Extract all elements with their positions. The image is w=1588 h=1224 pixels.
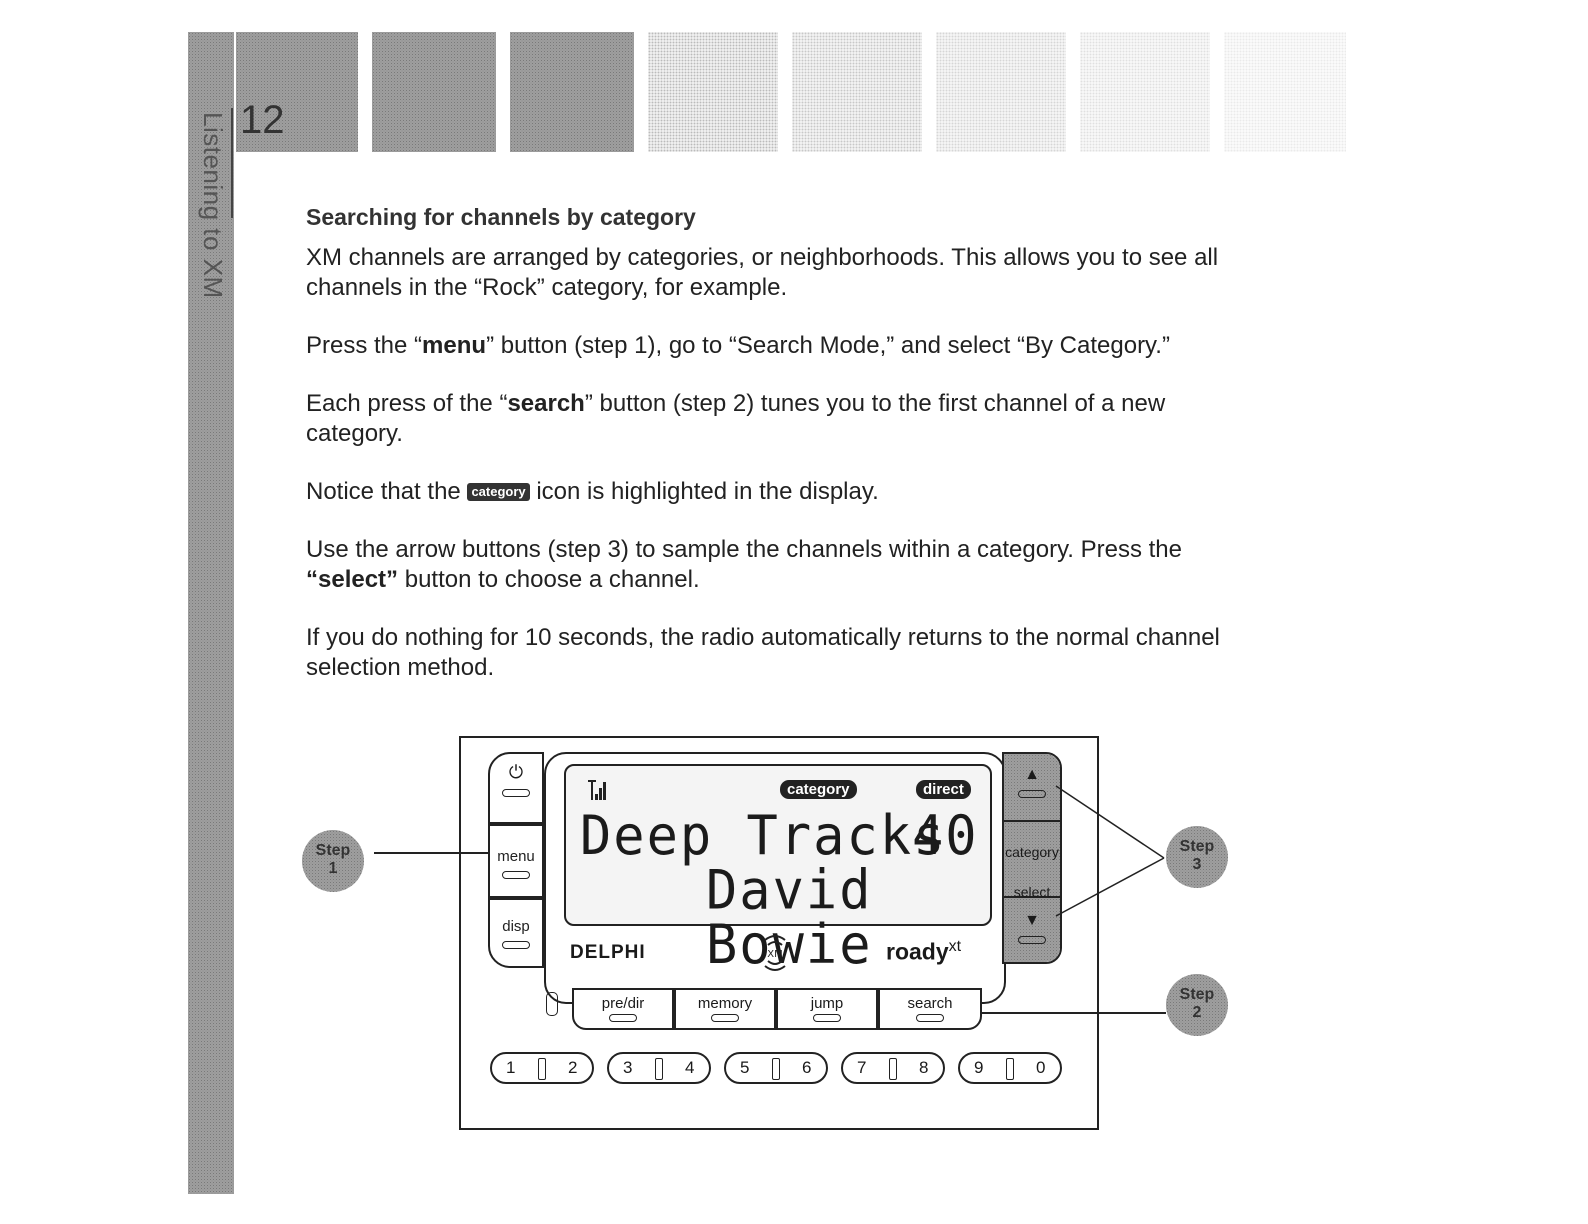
down-arrow-icon: ▼ <box>1024 912 1040 929</box>
header-block <box>236 32 358 152</box>
header-block <box>936 32 1066 152</box>
radio-figure: ⏻ menu disp category direct Deep Tracks … <box>298 736 1238 1136</box>
select-label: select <box>1013 884 1051 900</box>
paragraph-notice: Notice that the category icon is highlig… <box>306 478 879 505</box>
paragraph-search: Each press of the “search” button (step … <box>306 390 1166 447</box>
preset-key-1-2[interactable]: 1 2 <box>490 1052 594 1084</box>
header-block <box>510 32 634 152</box>
brand-delphi: DELPHI <box>570 942 646 963</box>
preset-key-9-0[interactable]: 9 0 <box>958 1052 1062 1084</box>
step-3-leaders <box>1055 785 1165 917</box>
lcd-artist: David Bowie <box>706 859 873 977</box>
preset-key-3-4[interactable]: 3 4 <box>607 1052 711 1084</box>
side-tab-label: Listening to XM <box>198 112 228 299</box>
side-tab-rule <box>231 108 233 218</box>
header-block <box>372 32 496 152</box>
header-block <box>1080 32 1210 152</box>
down-arrow-button[interactable]: ▼ <box>1004 898 1060 962</box>
section-content: Searching for channels by category XM ch… <box>306 204 1236 711</box>
lcd-display: category direct Deep Tracks 40 David Bow… <box>564 764 992 973</box>
up-arrow-button[interactable]: ▲ <box>1004 754 1060 822</box>
category-icon: category <box>467 483 530 501</box>
aux-slot <box>546 992 558 1016</box>
preset-key-5-6[interactable]: 5 6 <box>724 1052 828 1084</box>
menu-button[interactable]: menu <box>488 824 544 898</box>
brand-roady: roadyxt <box>886 938 962 965</box>
search-button[interactable]: search <box>878 988 982 1030</box>
select-button[interactable]: category select <box>1004 822 1060 914</box>
paragraph-arrows: Use the arrow buttons (step 3) to sample… <box>306 536 1182 593</box>
category-badge: category <box>780 780 857 799</box>
header-block <box>1224 32 1346 152</box>
paragraph-menu: Press the “menu” button (step 1), go to … <box>306 332 1170 359</box>
section-heading: Searching for channels by category <box>306 204 696 230</box>
pre-dir-button[interactable]: pre/dir <box>572 988 674 1030</box>
direct-badge: direct <box>916 780 971 799</box>
page-number: 12 <box>240 98 285 142</box>
lcd-channel-name: Deep Tracks <box>580 804 947 868</box>
xm-logo-icon: XM <box>764 935 786 971</box>
step-2-leader <box>982 1012 1166 1014</box>
preset-key-7-8[interactable]: 7 8 <box>841 1052 945 1084</box>
header-block <box>648 32 778 152</box>
lcd-channel-number: 40 <box>912 804 979 868</box>
power-button[interactable]: ⏻ <box>488 752 544 824</box>
side-tab-strip <box>188 32 234 1194</box>
power-icon: ⏻ <box>508 762 524 782</box>
header-block <box>792 32 922 152</box>
up-arrow-icon: ▲ <box>1024 766 1040 783</box>
memory-button[interactable]: memory <box>674 988 776 1030</box>
disp-button[interactable]: disp <box>488 898 544 968</box>
jump-button[interactable]: jump <box>776 988 878 1030</box>
step-1-leader <box>374 852 488 854</box>
signal-strength-icon <box>588 780 606 800</box>
arrow-button-column: ▲ category select ▼ <box>1002 752 1062 964</box>
paragraph-intro: XM channels are arranged by categories, … <box>306 244 1219 301</box>
paragraph-timeout: If you do nothing for 10 seconds, the ra… <box>306 624 1220 681</box>
svg-text:XM: XM <box>767 949 782 960</box>
